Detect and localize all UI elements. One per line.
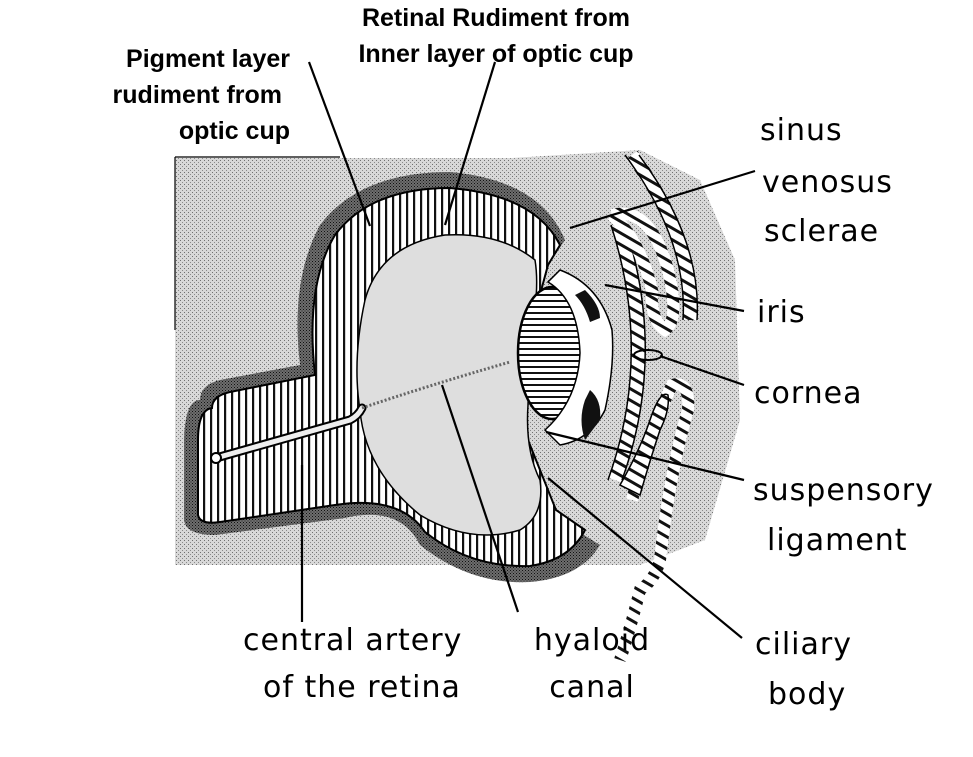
label-iris: iris	[757, 295, 806, 330]
leader-iris	[604, 283, 745, 313]
label-line: hyaloid	[534, 623, 650, 658]
label-line: ciliary	[755, 627, 852, 662]
label-retinal-rudiment: Retinal Rudiment from Inner layer of opt…	[358, 4, 633, 68]
label-central-artery: central artery of the retina	[243, 623, 462, 705]
optic-cup	[184, 172, 600, 583]
label-line: canal	[549, 670, 635, 705]
label-suspensory-ligament: suspensory ligament	[753, 473, 934, 558]
leader-ciliary	[547, 477, 743, 639]
leader-cornea	[659, 354, 745, 387]
label-line: Retinal Rudiment from	[362, 4, 630, 32]
label-line: Inner layer of optic cup	[358, 40, 633, 68]
label-line: Pigment layer	[126, 45, 290, 73]
label-line: of the retina	[263, 670, 461, 705]
label-line: sinus	[760, 113, 843, 148]
iris-lower	[581, 390, 601, 440]
label-ciliary-body: ciliary body	[755, 627, 852, 712]
leader-hyaloid	[440, 384, 520, 613]
upper-eyelid-fold	[607, 207, 680, 338]
label-line: optic cup	[179, 117, 290, 145]
label-sinus-venosus-sclerae: sinus venosus sclerae	[760, 113, 893, 249]
leader-retinal-rudiment	[443, 61, 497, 226]
label-line: ligament	[767, 523, 908, 558]
label-pigment-layer: Pigment layer rudiment from optic cup	[113, 45, 291, 145]
label-hyaloid-canal: hyaloid canal	[534, 623, 650, 705]
hyaloid-canal-path	[361, 360, 511, 410]
cornea-band	[608, 222, 646, 483]
label-line: central artery	[243, 623, 462, 658]
label-line: sclerae	[764, 214, 879, 249]
iris-upper	[575, 290, 600, 322]
anterior-segment	[543, 222, 663, 483]
label-line: venosus	[762, 165, 893, 200]
label-cornea: cornea	[754, 376, 863, 411]
label-line: body	[768, 677, 846, 712]
leader-lines	[300, 61, 756, 639]
leader-pigment-layer	[307, 61, 372, 227]
leader-sinus-venosus	[569, 169, 756, 230]
label-line: suspensory	[753, 473, 934, 508]
label-line: rudiment from	[113, 81, 282, 109]
leader-suspensory	[545, 430, 745, 482]
